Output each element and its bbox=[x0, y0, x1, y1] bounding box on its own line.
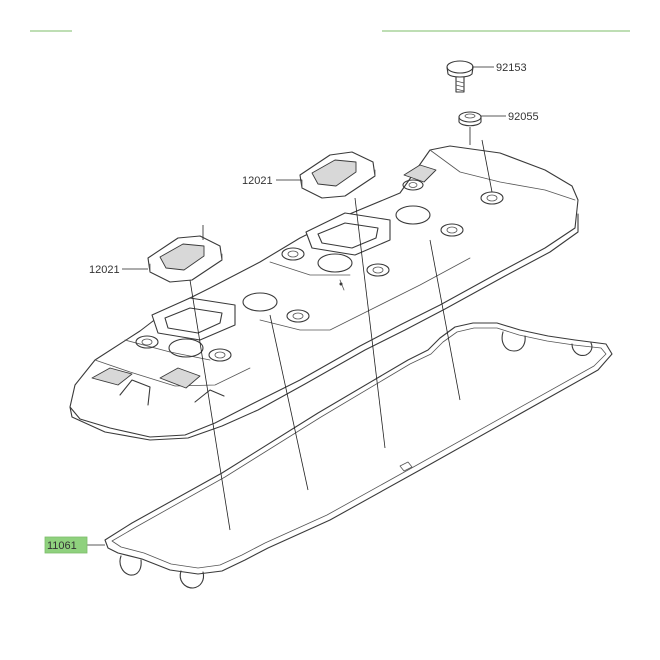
part-label-12021-upper: 12021 bbox=[242, 175, 273, 187]
alignment-lines bbox=[189, 127, 493, 531]
rubber-washer bbox=[458, 111, 482, 127]
cover-bolt bbox=[446, 60, 474, 93]
part-label-11061: 11061 bbox=[47, 540, 77, 552]
part-label-92055: 92055 bbox=[508, 111, 539, 123]
part-label-12021-lower: 12021 bbox=[89, 264, 120, 276]
part-label-92153: 92153 bbox=[496, 62, 527, 74]
cylinder-head-cover bbox=[69, 145, 579, 441]
rubber-pad-lower bbox=[147, 235, 223, 283]
highlight-box-11061 bbox=[44, 536, 88, 554]
cover-gasket bbox=[104, 322, 613, 589]
label-leaders bbox=[87, 66, 506, 546]
rubber-pad-upper bbox=[299, 151, 376, 199]
